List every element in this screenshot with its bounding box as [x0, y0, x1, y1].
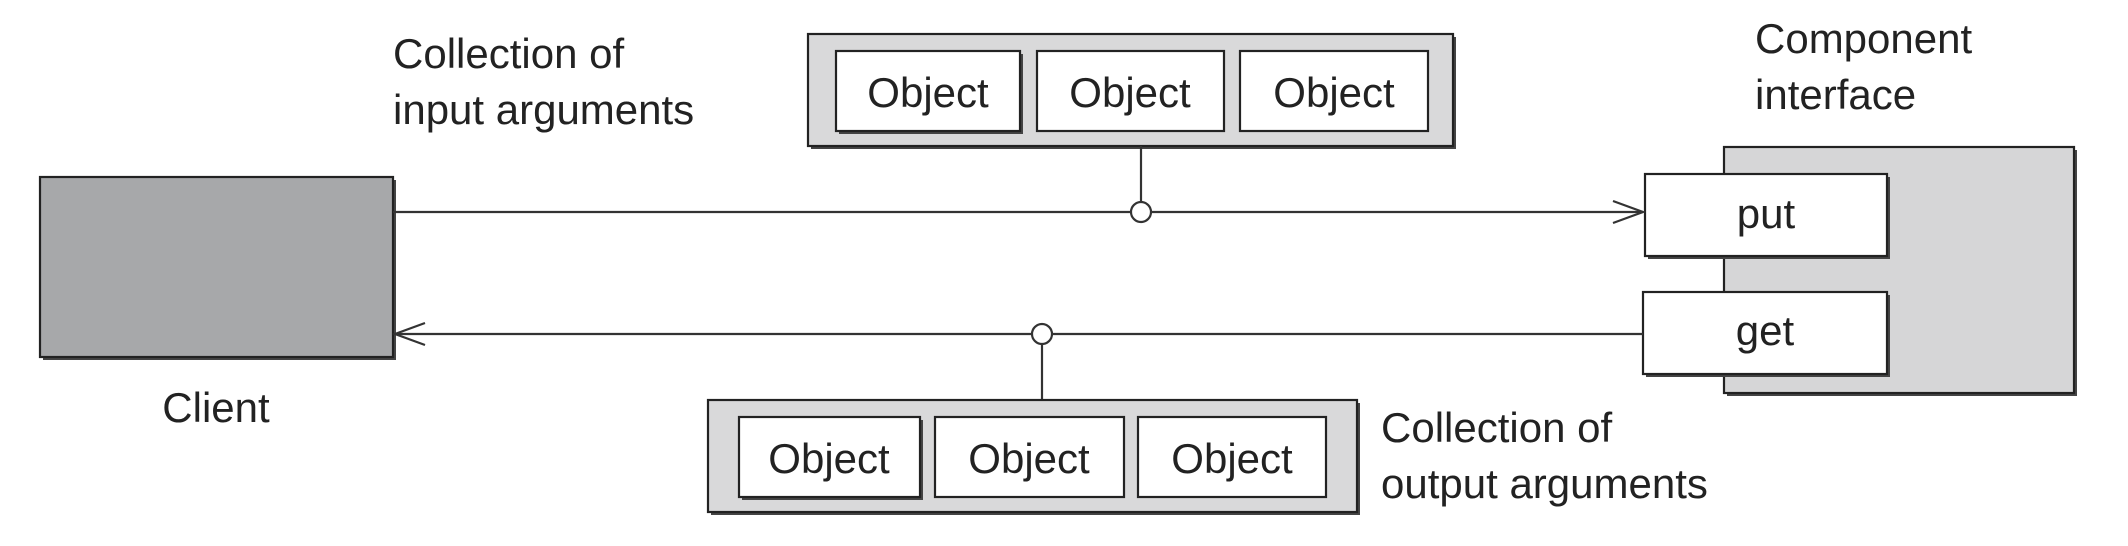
call-arrowhead: [1612, 199, 1647, 225]
output-object-2: Object: [933, 415, 1126, 499]
input-collection-label-line1: Collection of: [393, 30, 624, 77]
input-object-2: Object: [1035, 49, 1226, 133]
input-collection-label-line2: input arguments: [393, 86, 694, 133]
client-block: Client: [38, 175, 396, 431]
input-object-3-label: Object: [1273, 69, 1395, 116]
output-object-3-label: Object: [1171, 435, 1293, 482]
method-put: put: [1643, 172, 1890, 259]
component-interface-block: Component interface put get: [1641, 15, 2077, 396]
output-arguments-collection: Object Object Object Collection of outpu…: [706, 322, 1708, 515]
output-object-3: Object: [1136, 415, 1328, 499]
output-object-3-box: [1136, 415, 1328, 499]
input-object-2-label: Object: [1069, 69, 1191, 116]
output-object-1: Object: [737, 415, 923, 500]
output-junction: [1030, 322, 1054, 346]
client-label: Client: [162, 384, 270, 431]
input-object-1: Object: [834, 49, 1023, 134]
output-collection-label-line2: output arguments: [1381, 460, 1708, 507]
output-object-1-label: Object: [768, 435, 890, 482]
output-object-1-box: [737, 415, 922, 499]
return-arrowhead: [391, 321, 426, 347]
input-object-2-box: [1035, 49, 1226, 133]
method-get-box: [1641, 290, 1889, 376]
component-label-line2: interface: [1755, 71, 1916, 118]
return-flow: [391, 321, 1643, 347]
output-object-2-label: Object: [968, 435, 1090, 482]
method-put-label: put: [1737, 190, 1796, 237]
input-object-3-box: [1238, 49, 1430, 133]
output-collection-label-line1: Collection of: [1381, 404, 1612, 451]
input-junction: [1129, 200, 1153, 224]
output-object-2-box: [933, 415, 1126, 499]
input-object-1-label: Object: [867, 69, 989, 116]
client-box: [38, 175, 395, 359]
input-object-3: Object: [1238, 49, 1430, 133]
input-object-1-box: [834, 49, 1022, 133]
method-put-box: [1643, 172, 1889, 258]
method-get: get: [1641, 290, 1890, 377]
input-arguments-collection: Collection of input arguments Object Obj…: [393, 30, 1456, 224]
call-flow: [393, 199, 1647, 225]
component-label-line1: Component: [1755, 15, 1972, 62]
method-get-label: get: [1736, 307, 1795, 354]
